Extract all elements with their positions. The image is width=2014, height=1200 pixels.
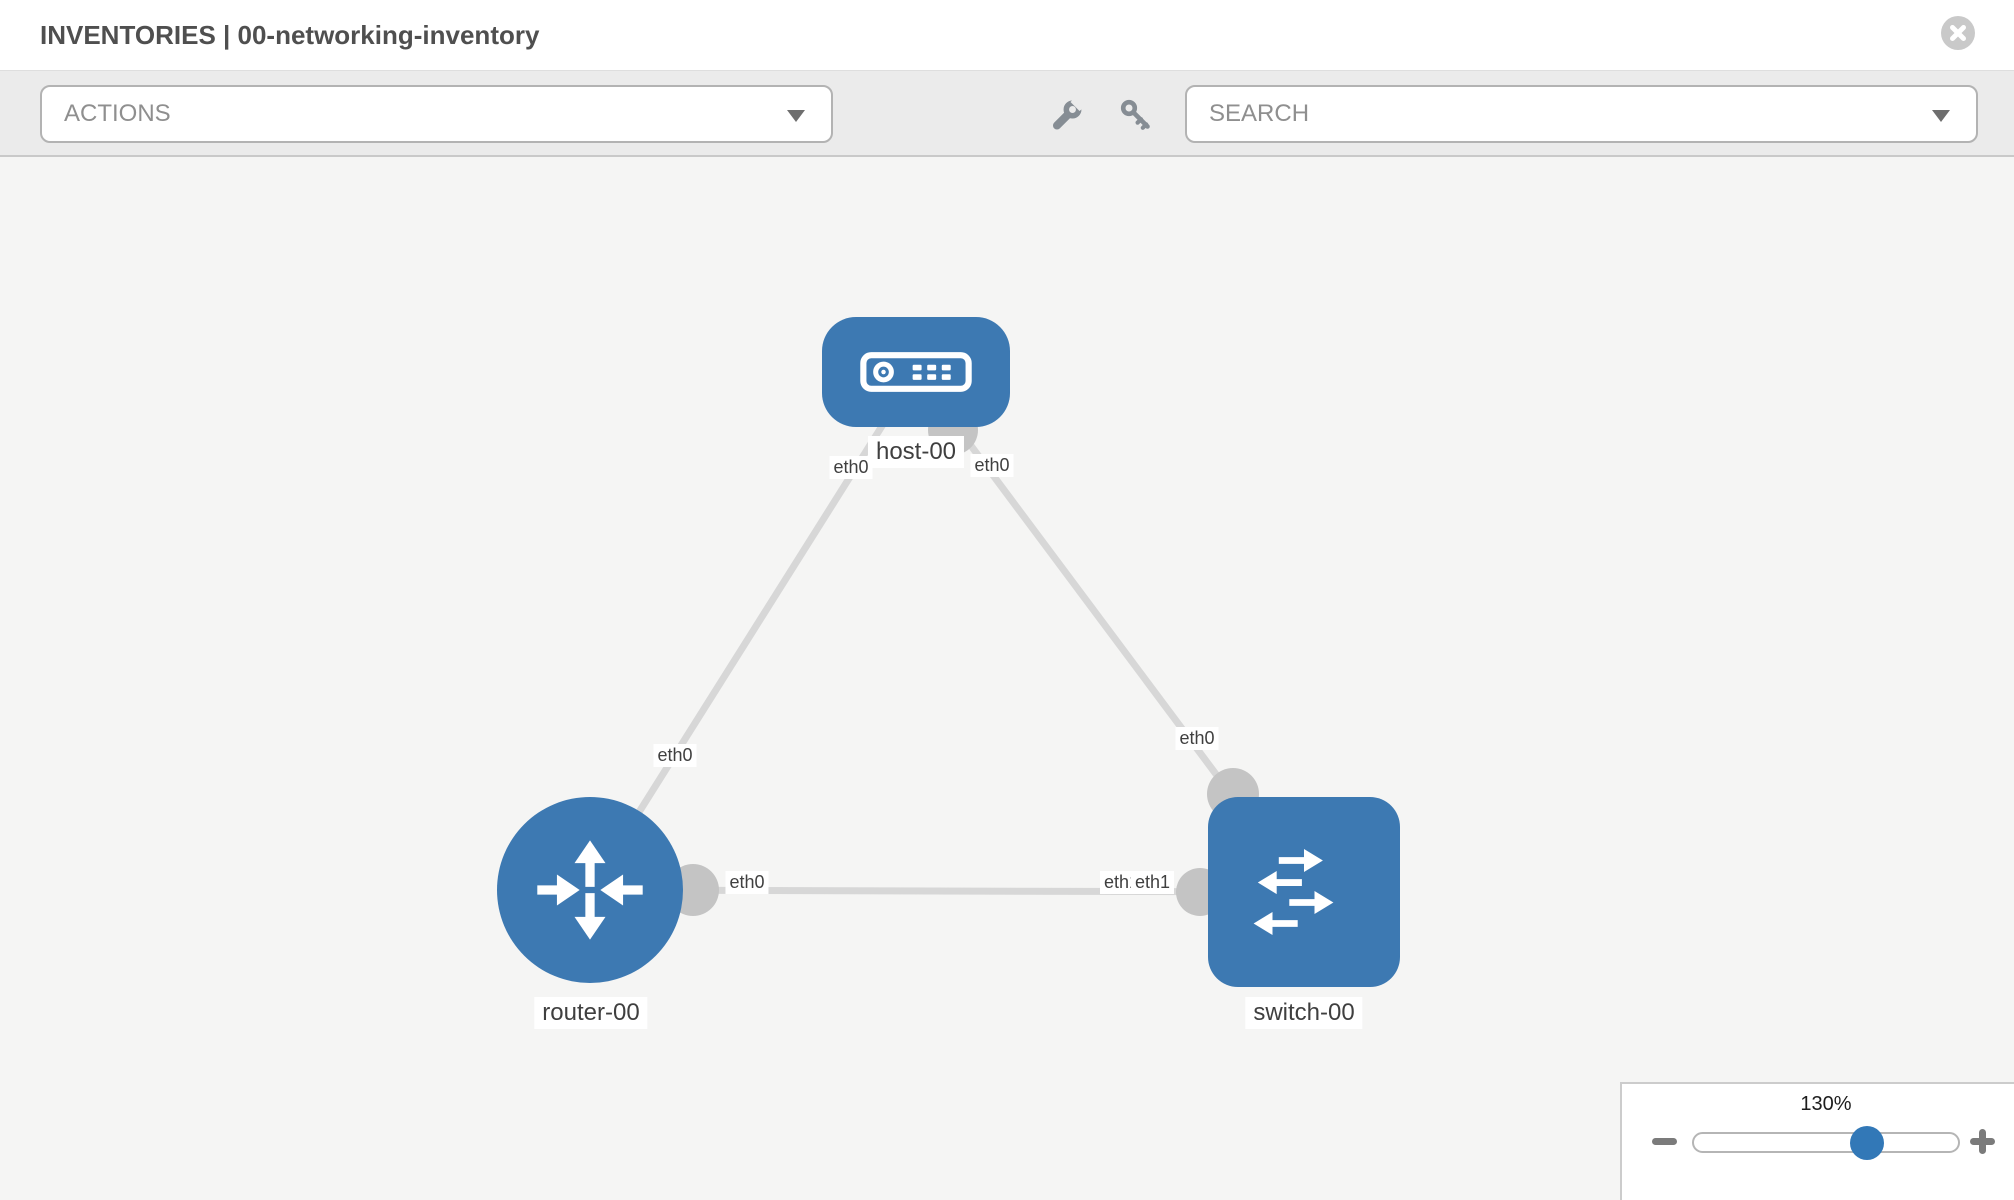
chevron-down-icon bbox=[1932, 110, 1950, 122]
node-label-host: host-00 bbox=[867, 436, 965, 468]
iface-label-switch-to-router: eth1 bbox=[1131, 871, 1175, 894]
plus-vertical-bar bbox=[1979, 1129, 1986, 1154]
zoom-control-panel: 130% bbox=[1620, 1082, 2014, 1200]
search-placeholder: SEARCH bbox=[1209, 100, 1310, 127]
zoom-slider-thumb[interactable] bbox=[1850, 1126, 1884, 1160]
actions-dropdown[interactable]: ACTIONS bbox=[40, 85, 833, 143]
host-device-icon bbox=[860, 352, 972, 392]
switch-arrows-icon bbox=[1253, 848, 1334, 936]
node-label-switch: switch-00 bbox=[1245, 997, 1363, 1029]
router-arrows-icon bbox=[537, 840, 643, 940]
node-switch-00[interactable] bbox=[1208, 797, 1400, 987]
close-icon[interactable] bbox=[1941, 16, 1975, 50]
key-icon[interactable] bbox=[1118, 98, 1154, 137]
iface-label-host-to-switch: eth0 bbox=[970, 454, 1014, 477]
toolbar: ACTIONS SEARCH bbox=[0, 71, 2014, 157]
zoom-level-value: 130% bbox=[1800, 1093, 1852, 1115]
chevron-down-icon bbox=[787, 110, 805, 122]
wrench-icon[interactable] bbox=[1050, 97, 1085, 137]
page-title: INVENTORIES | 00-networking-inventory bbox=[40, 20, 540, 50]
iface-label-switch-to-host: eth0 bbox=[1175, 727, 1219, 750]
zoom-slider-track[interactable] bbox=[1692, 1126, 1960, 1160]
zoom-in-icon[interactable] bbox=[1970, 1129, 1995, 1154]
zoom-out-icon[interactable] bbox=[1652, 1138, 1677, 1145]
links-layer bbox=[587, 369, 1305, 916]
actions-dropdown-label: ACTIONS bbox=[64, 100, 171, 127]
iface-label-router-to-switch: eth0 bbox=[725, 871, 769, 894]
node-host-00[interactable] bbox=[822, 317, 1010, 427]
iface-label-host-to-router: eth0 bbox=[829, 456, 873, 479]
close-x-glyph bbox=[1950, 25, 1966, 41]
search-dropdown[interactable]: SEARCH bbox=[1185, 85, 1978, 143]
iface-label-router-to-host: eth0 bbox=[653, 744, 697, 767]
node-label-router: router-00 bbox=[534, 997, 648, 1029]
header: INVENTORIES | 00-networking-inventory bbox=[0, 0, 2014, 71]
node-router-00[interactable] bbox=[497, 797, 683, 983]
topology-canvas[interactable]: host-00 router-00 switch-00 eth0 eth0 et… bbox=[0, 157, 2014, 1200]
